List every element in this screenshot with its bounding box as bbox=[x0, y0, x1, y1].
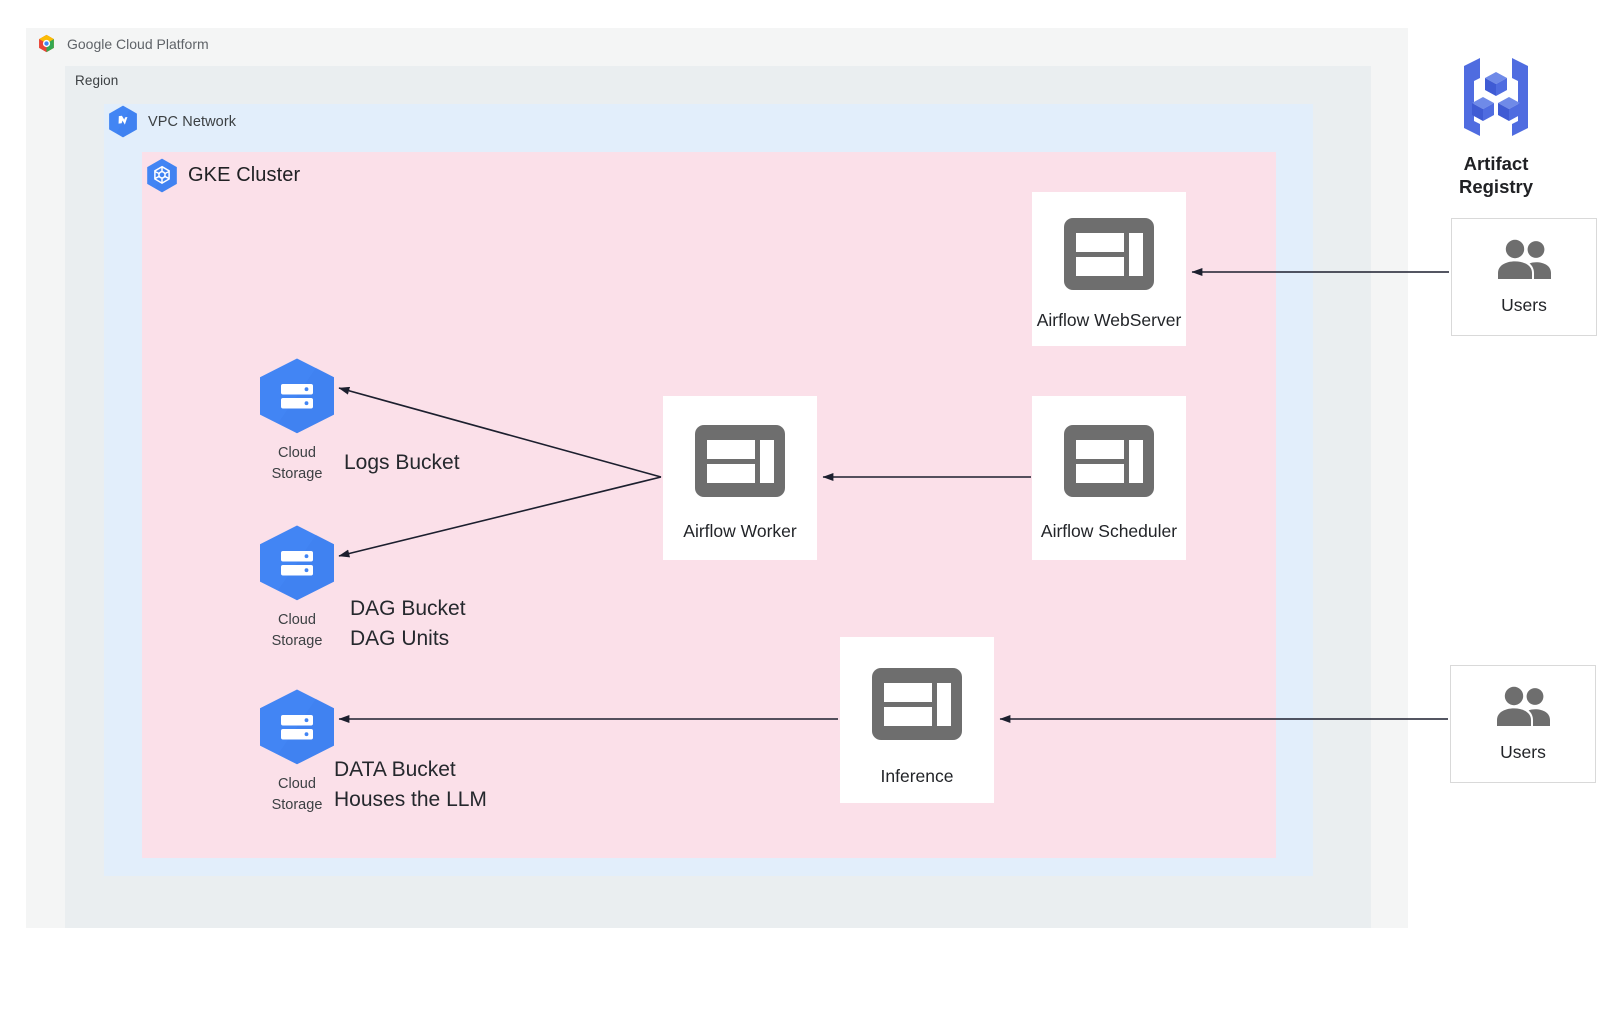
cloud-storage-caption-line1: Cloud bbox=[278, 612, 316, 628]
cloud-storage-icon bbox=[257, 357, 337, 440]
cloud-storage-caption-line2: Storage bbox=[271, 632, 323, 649]
cloud-storage-logs-bucket[interactable]: Cloud Storage bbox=[250, 357, 344, 484]
artifact-registry-label-line2: Registry bbox=[1458, 176, 1534, 198]
artifact-registry-label: Artifact Registry bbox=[1459, 152, 1533, 198]
vpc-network-header: VPC Network bbox=[108, 105, 236, 138]
cloud-storage-dag-bucket[interactable]: Cloud Storage bbox=[250, 524, 344, 651]
artifact-registry[interactable]: Artifact Registry bbox=[1440, 55, 1552, 198]
users-icon bbox=[1490, 686, 1556, 733]
cloud-storage-caption: Cloud Storage bbox=[272, 610, 323, 651]
users-label: Users bbox=[1500, 742, 1546, 762]
vpc-network-icon bbox=[108, 105, 138, 138]
cloud-storage-caption-line1: Cloud bbox=[278, 776, 316, 792]
annotation-dag-line2: DAG Units bbox=[350, 626, 450, 650]
users-bottom[interactable]: Users bbox=[1450, 665, 1596, 783]
dashboard-icon bbox=[871, 667, 963, 746]
cloud-storage-icon bbox=[257, 524, 337, 607]
gcp-label-google: Google bbox=[67, 35, 113, 52]
region-header: Region bbox=[75, 73, 118, 88]
gke-cluster-label: GKE Cluster bbox=[188, 164, 301, 186]
cloud-storage-caption-line2: Storage bbox=[271, 465, 323, 482]
gke-cluster-header: GKE Cluster bbox=[146, 158, 300, 193]
region-label: Region bbox=[75, 73, 119, 88]
dashboard-icon bbox=[1063, 424, 1155, 503]
annotation-data-line1: DATA Bucket bbox=[334, 758, 456, 781]
users-label: Users bbox=[1501, 295, 1547, 315]
dashboard-icon bbox=[694, 424, 786, 503]
cloud-storage-caption-line1: Cloud bbox=[278, 445, 316, 461]
cloud-storage-icon bbox=[257, 688, 337, 771]
users-top[interactable]: Users bbox=[1451, 218, 1597, 336]
annotation-data-line2: Houses the LLM bbox=[334, 787, 487, 811]
artifact-registry-label-line1: Artifact bbox=[1463, 153, 1529, 174]
annotation-data-bucket: DATA Bucket Houses the LLM bbox=[334, 755, 487, 815]
cloud-storage-data-bucket[interactable]: Cloud Storage bbox=[250, 688, 344, 815]
cloud-storage-caption: Cloud Storage bbox=[272, 774, 323, 815]
node-airflow-webserver[interactable]: Airflow WebServer bbox=[1032, 192, 1186, 346]
annotation-logs-bucket: Logs Bucket bbox=[344, 448, 460, 478]
node-label: Airflow Worker bbox=[683, 521, 797, 541]
node-label: Airflow WebServer bbox=[1036, 310, 1182, 330]
node-airflow-worker[interactable]: Airflow Worker bbox=[663, 396, 817, 560]
node-label: Inference bbox=[880, 766, 954, 786]
node-label: Airflow Scheduler bbox=[1040, 521, 1178, 541]
cloud-storage-caption: Cloud Storage bbox=[272, 443, 323, 484]
artifact-registry-icon bbox=[1450, 55, 1542, 144]
dashboard-icon bbox=[1063, 217, 1155, 296]
gcp-logo-icon bbox=[36, 33, 57, 54]
gcp-platform-label: Google Cloud Platform bbox=[67, 36, 209, 52]
annotation-dag-line1: DAG Bucket bbox=[350, 597, 466, 620]
gcp-label-rest: Cloud Platform bbox=[116, 35, 209, 52]
annotation-dag-bucket: DAG Bucket DAG Units bbox=[350, 594, 466, 654]
annotation-logs-line1: Logs Bucket bbox=[344, 451, 460, 474]
cloud-storage-caption-line2: Storage bbox=[271, 796, 323, 813]
users-icon bbox=[1491, 239, 1557, 286]
node-airflow-scheduler[interactable]: Airflow Scheduler bbox=[1032, 396, 1186, 560]
node-inference[interactable]: Inference bbox=[840, 637, 994, 803]
gke-cluster-icon bbox=[146, 158, 178, 193]
gcp-platform-header: Google Cloud Platform bbox=[36, 33, 209, 54]
vpc-network-label: VPC Network bbox=[148, 113, 237, 130]
